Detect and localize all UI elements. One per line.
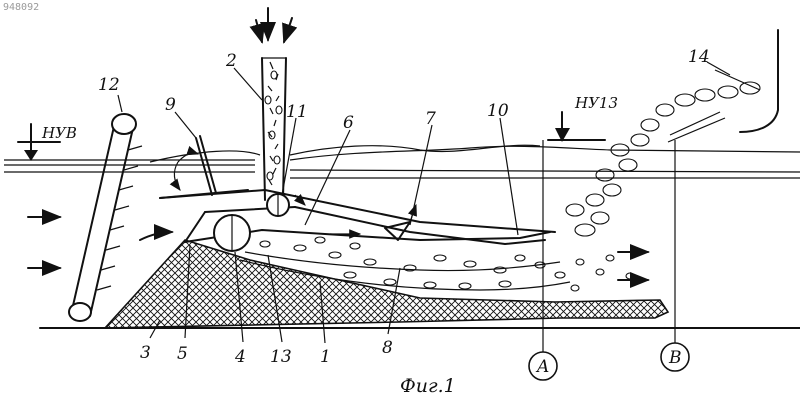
part-label-1: 1 — [320, 347, 331, 367]
part-label-3: 3 — [140, 343, 151, 363]
part-label-5: 5 — [177, 344, 188, 364]
gate-lever — [160, 136, 248, 198]
sediment-plume — [566, 30, 778, 236]
figure-caption: Фиг.1 — [400, 375, 456, 397]
part-label-7: 7 — [425, 109, 436, 129]
section-marker-b: B — [668, 348, 682, 368]
inclined-screen — [69, 114, 142, 321]
part-label-4: 4 — [234, 347, 246, 367]
upstream-level-label: НУВ — [41, 124, 77, 142]
part-label-9: 9 — [165, 95, 176, 115]
part-label-13: 13 — [270, 347, 292, 367]
part-label-6: 6 — [343, 113, 354, 133]
part-label-12: 12 — [98, 75, 120, 95]
part-label-11: 11 — [286, 102, 308, 122]
blade — [385, 205, 416, 240]
part-label-10: 10 — [487, 101, 509, 121]
part-label-8: 8 — [382, 338, 393, 358]
part-label-2: 2 — [225, 51, 237, 71]
downstream-level-marker: НУ13 — [548, 94, 618, 142]
part-label-14: 14 — [688, 47, 710, 67]
document-id: 948092 — [3, 2, 39, 13]
upstream-level-marker: НУВ — [18, 124, 77, 161]
section-marker-a: A — [535, 357, 549, 377]
downstream-level-label: НУ13 — [574, 94, 618, 112]
